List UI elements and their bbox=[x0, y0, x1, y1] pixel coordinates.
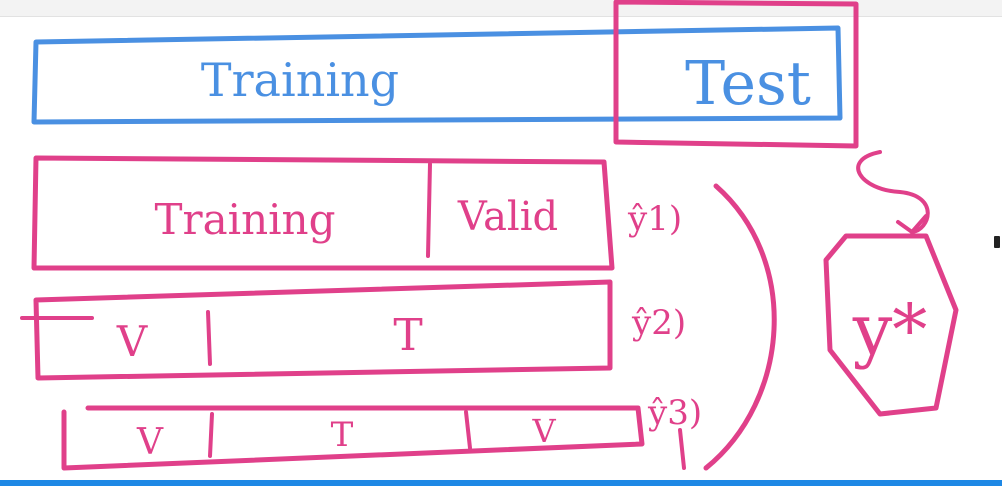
row2-divider bbox=[206, 310, 212, 366]
row3-divider-left bbox=[208, 412, 214, 458]
mouse-cursor bbox=[994, 236, 1000, 248]
curved-arrow bbox=[856, 150, 930, 234]
row3-v-left-label: V bbox=[136, 422, 164, 463]
row1-divider bbox=[426, 162, 432, 258]
row3-bar-outline bbox=[61, 405, 645, 471]
prediction-1-label: ŷ1) bbox=[627, 199, 682, 239]
test-label: Test bbox=[685, 49, 811, 119]
prediction-3-stem bbox=[678, 428, 686, 470]
row3-v-right-label: V bbox=[531, 412, 556, 450]
grouping-bracket bbox=[703, 183, 777, 471]
row3-t-label: T bbox=[331, 415, 354, 455]
training-bar-outline bbox=[31, 25, 843, 125]
row1-bar-outline bbox=[31, 155, 615, 271]
y-star-outline bbox=[823, 233, 959, 417]
row2-bar-outline bbox=[33, 279, 613, 381]
row1-training-label: Training bbox=[155, 195, 336, 244]
prediction-3-label: ŷ3) bbox=[647, 393, 702, 433]
y-star-label: y* bbox=[852, 289, 928, 371]
window-bottom-bar bbox=[0, 480, 1002, 486]
curved-arrow-head bbox=[896, 214, 928, 234]
prediction-2-label: ŷ2) bbox=[631, 303, 686, 343]
row3-divider-right bbox=[464, 410, 472, 450]
row2-t-label: T bbox=[393, 310, 422, 361]
row1-valid-label: Valid bbox=[457, 194, 558, 240]
row2-v-label: V bbox=[116, 317, 148, 366]
training-label: Training bbox=[201, 53, 399, 107]
test-box-outline bbox=[613, 0, 859, 149]
